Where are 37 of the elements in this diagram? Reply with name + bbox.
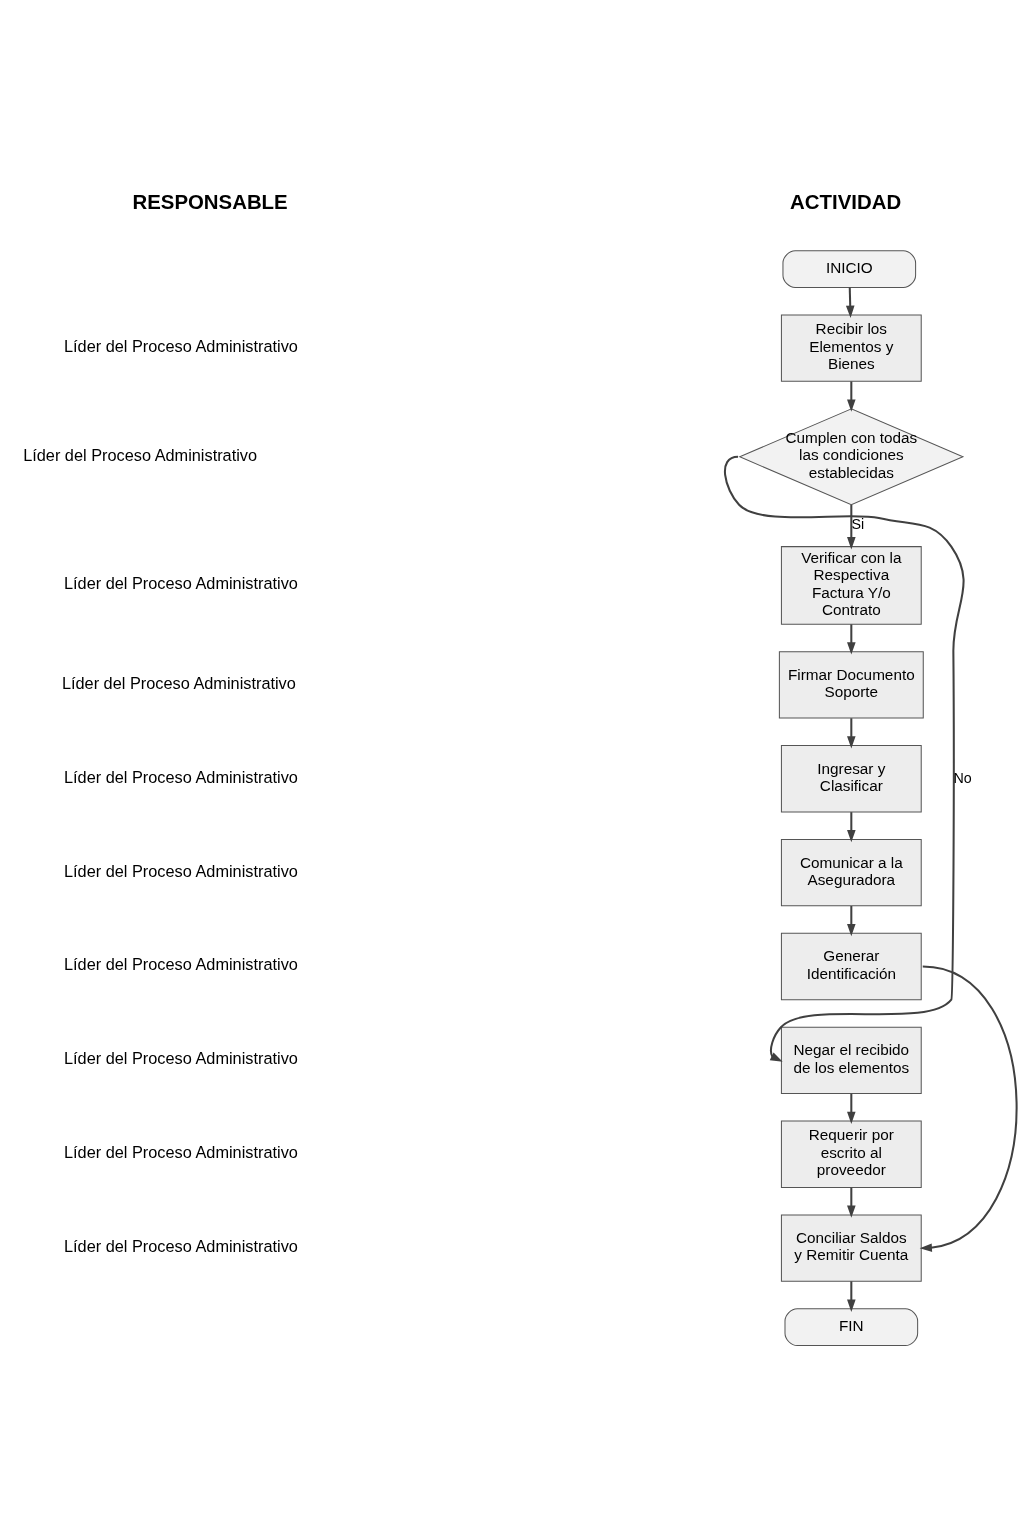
label: Líder del Proceso Administrativo [63, 767, 298, 786]
label: Líder del Proceso Administrativo [63, 1237, 298, 1256]
arrow [845, 287, 855, 318]
label: Líder del Proceso Administrativo [63, 861, 298, 880]
arrow [846, 504, 856, 550]
label: Líder del Proceso Administrativo [61, 673, 296, 692]
node-box: Ingresar y Clasificar [780, 745, 922, 813]
arrow [723, 455, 965, 1062]
node-box: Verificar con la Respectiva Factura Y/o Contrato [780, 546, 922, 625]
node-diamond: Cumplen con todas las condiciones establecidas [737, 408, 964, 506]
edge-label: Si [851, 516, 864, 533]
label: Líder del Proceso Administrativo [22, 445, 257, 464]
node-box: INICIO [781, 250, 916, 288]
arrow [846, 718, 856, 749]
node-box: Conciliar Saldos y Remitir Cuenta [780, 1214, 922, 1282]
arrow [846, 1093, 856, 1124]
label: ACTIVIDAD [789, 190, 901, 213]
label: Líder del Proceso Administrativo [63, 1143, 298, 1162]
node-box: Recibir los Elementos y Bienes [780, 314, 922, 382]
node-box: Firmar Documento Soporte [778, 651, 924, 719]
node-box: Comunicar a la Aseguradora [780, 838, 922, 907]
arrow [846, 906, 856, 937]
node-box: Negar el recibido de los elementos [780, 1026, 922, 1095]
label: Líder del Proceso Administrativo [63, 1049, 298, 1068]
label: Líder del Proceso Administrativo [63, 574, 298, 593]
label: Líder del Proceso Administrativo [63, 337, 298, 356]
node-box: FIN [784, 1308, 918, 1347]
label: RESPONSABLE [131, 190, 288, 213]
label: Líder del Proceso Administrativo [63, 955, 298, 974]
arrow [846, 1281, 856, 1312]
arrow [846, 812, 856, 843]
arrow [919, 965, 1017, 1252]
arrow [846, 1187, 856, 1218]
arrow [846, 624, 856, 655]
arrow [846, 381, 856, 412]
node-box: Generar Identificación [780, 932, 922, 1001]
node-box: Requerir por escrito al proveedor [780, 1120, 922, 1188]
